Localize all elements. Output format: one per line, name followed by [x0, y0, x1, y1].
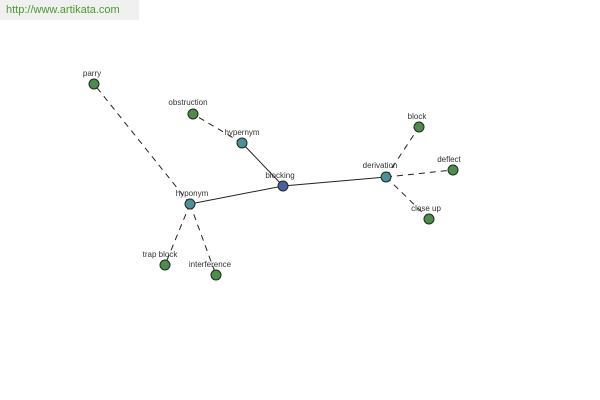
node-obstruction[interactable]: obstruction — [168, 98, 208, 120]
edge-hyponym-interference — [189, 203, 217, 276]
edge-derivation-deflect — [385, 169, 454, 178]
node-label: close up — [411, 204, 441, 213]
node-deflect[interactable]: deflect — [437, 155, 462, 176]
node-block[interactable]: block — [408, 112, 428, 133]
node-label: trap block — [143, 250, 179, 259]
edge-blocking-derivation — [282, 176, 387, 187]
node-label: obstruction — [168, 98, 207, 107]
edge-hypernym-obstruction — [192, 113, 243, 144]
node-hypernym[interactable]: hypernym — [224, 128, 260, 149]
edge-hyponym-parry — [93, 83, 191, 205]
node-blocking[interactable]: blocking — [265, 171, 295, 192]
node-derivation[interactable]: derivation — [363, 161, 398, 183]
node-interference[interactable]: interference — [189, 260, 232, 281]
edge-blocking-hypernym — [241, 142, 284, 187]
node-label: parry — [83, 69, 101, 78]
node-label: derivation — [363, 161, 398, 170]
node-label: block — [408, 112, 428, 121]
node-label: blocking — [265, 171, 294, 180]
edge-blocking-hyponym — [189, 185, 284, 205]
node-label: hypernym — [224, 128, 259, 137]
site-watermark: http://www.artikata.com — [0, 0, 139, 20]
node-trap-block[interactable]: trap block — [143, 250, 179, 271]
node-label: deflect — [437, 155, 461, 164]
node-hyponym[interactable]: hyponym — [176, 189, 209, 210]
edge-derivation-block — [385, 126, 420, 178]
node-label: hyponym — [176, 189, 209, 198]
node-close-up[interactable]: close up — [411, 204, 441, 225]
node-label: interference — [189, 260, 232, 269]
node-parry[interactable]: parry — [83, 69, 101, 90]
